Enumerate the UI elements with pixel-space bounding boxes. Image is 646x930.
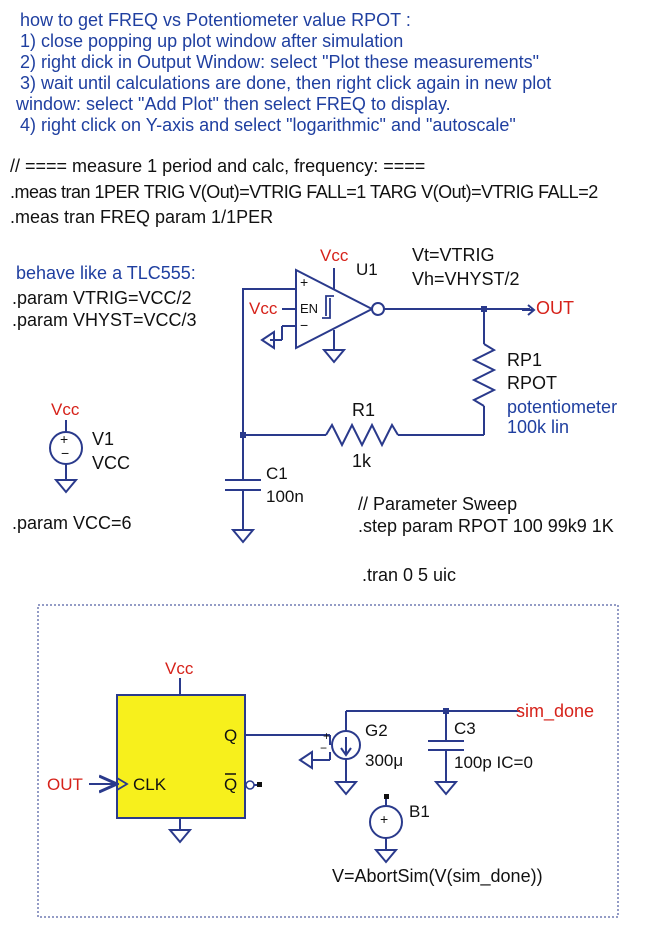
sweep-comment: // Parameter Sweep <box>358 494 518 514</box>
behave-title: behave like a TLC555: <box>16 263 196 283</box>
comparator-plus-label: + <box>300 274 309 290</box>
comparator-en-label: EN <box>300 301 319 316</box>
b1-expression: V=AbortSim(V(sim_done)) <box>332 866 543 886</box>
measure-comment: // ==== measure 1 period and calc, frequ… <box>10 156 426 176</box>
current-source-g2[interactable] <box>298 711 361 796</box>
comparator-vt-label: Vt=VTRIG <box>412 245 495 265</box>
param-vcc: .param VCC=6 <box>12 513 132 533</box>
out-port-arrow <box>522 304 536 316</box>
rp1-description-2: 100k lin <box>507 417 570 437</box>
b1-plus-sign: + <box>380 811 389 827</box>
comparator-vh-label: Vh=VHYST/2 <box>412 269 520 289</box>
v1-net-label: Vcc <box>51 400 80 419</box>
tran-directive: .tran 0 5 uic <box>362 565 457 585</box>
flipflop-q-label: Q <box>224 726 238 745</box>
measure-freq-directive: .meas tran FREQ param 1/1PER <box>10 207 274 227</box>
comparator-u1[interactable] <box>260 268 385 364</box>
instruction-step-2: 2) right dick in Output Window: select "… <box>20 52 540 72</box>
c1-value: 100n <box>266 487 304 506</box>
out-net-label: OUT <box>536 298 574 318</box>
r1-value: 1k <box>352 451 372 471</box>
instruction-step-1: 1) close popping up plot window after si… <box>20 31 404 51</box>
g2-plus-sign: + <box>323 729 331 743</box>
instruction-step-4: 4) right click on Y-axis and select "log… <box>20 115 516 135</box>
comparator-name: U1 <box>356 260 378 279</box>
rp1-value: RPOT <box>507 373 558 393</box>
g2-name: G2 <box>365 721 388 740</box>
sweep-step-directive: .step param RPOT 100 99k9 1K <box>358 516 614 536</box>
v1-plus-sign: + <box>60 431 69 447</box>
capacitor-c1[interactable] <box>225 435 261 544</box>
c1-name: C1 <box>266 464 288 483</box>
param-vhyst: .param VHYST=VCC/3 <box>12 310 197 330</box>
resistor-r1[interactable] <box>243 422 484 448</box>
instructions-title: how to get FREQ vs Potentiometer value R… <box>20 10 411 30</box>
instruction-step-3: 3) wait until calculations are done, the… <box>20 73 552 93</box>
g2-minus-sign: − <box>320 741 328 755</box>
comparator-minus-label: − <box>300 317 309 333</box>
behavioral-source-b1[interactable] <box>369 794 403 864</box>
voltage-source-v1[interactable] <box>49 420 83 494</box>
sim-done-net-label: sim_done <box>516 701 595 721</box>
r1-name: R1 <box>352 400 376 420</box>
wire-plus-input <box>242 288 282 435</box>
subcircuit-frame <box>37 604 619 918</box>
comparator-vcc-top-label: Vcc <box>320 246 349 265</box>
flipflop-clk-label: CLK <box>133 775 167 794</box>
flip-flop[interactable] <box>116 678 262 844</box>
b1-name: B1 <box>409 802 430 821</box>
v1-minus-sign: − <box>61 445 70 461</box>
flipflop-qbar-label: Q <box>224 775 238 794</box>
comparator-vcc-left-label: Vcc <box>249 299 278 318</box>
v1-value: VCC <box>92 453 131 473</box>
c3-value: 100p IC=0 <box>454 753 533 772</box>
resistor-rp1[interactable] <box>471 309 497 435</box>
rp1-description-1: potentiometer <box>507 397 618 417</box>
rp1-name: RP1 <box>507 350 543 370</box>
param-vtrig: .param VTRIG=VCC/2 <box>12 288 192 308</box>
g2-value: 300μ <box>365 751 404 770</box>
flipflop-in-net-label: OUT <box>47 775 83 794</box>
measure-period-directive: .meas tran 1PER TRIG V(Out)=VTRIG FALL=1… <box>10 182 598 202</box>
c3-name: C3 <box>454 719 476 738</box>
instruction-step-3-cont: window: select "Add Plot" then select FR… <box>16 94 451 114</box>
flipflop-vcc-label: Vcc <box>165 659 194 678</box>
capacitor-c3[interactable] <box>428 711 464 796</box>
v1-name: V1 <box>92 429 115 449</box>
